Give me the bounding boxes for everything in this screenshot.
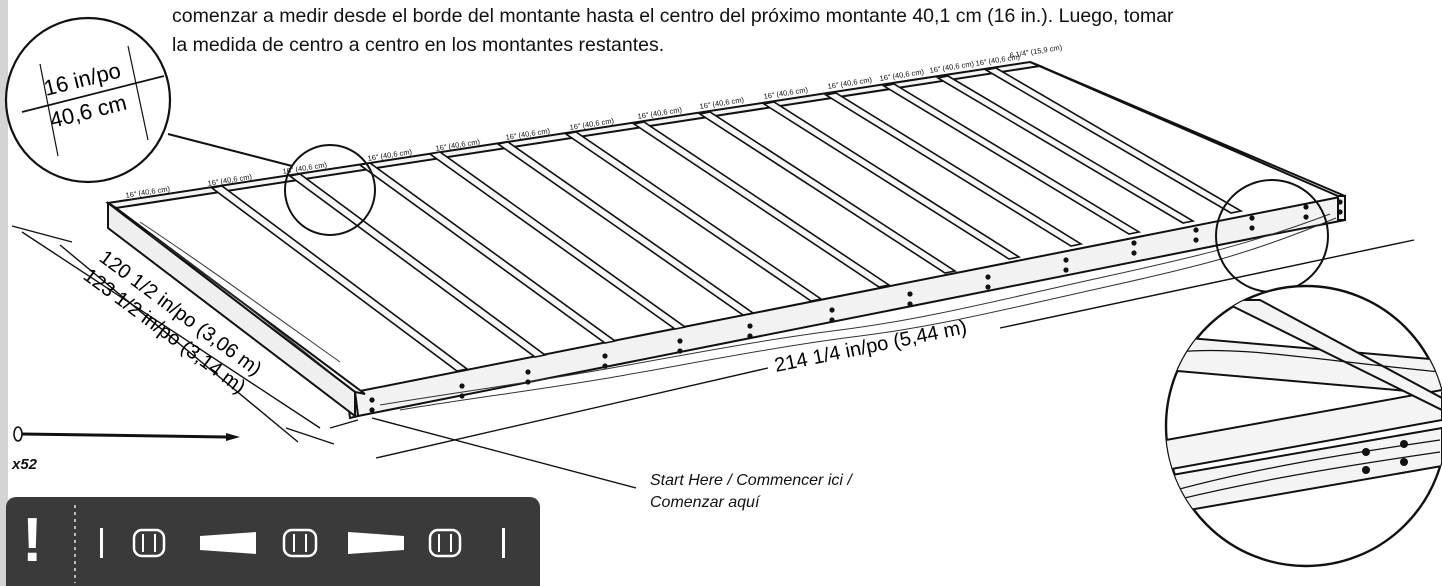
instruction-text: comenzar a medir desde el borde del mont… bbox=[172, 2, 1434, 60]
nail-icon bbox=[13, 426, 240, 442]
joists bbox=[210, 67, 1244, 372]
level-tool-icon bbox=[100, 528, 505, 558]
start-label-line-1: Start Here / Commencer ici / bbox=[650, 472, 852, 489]
warning-exclamation-icon: ! bbox=[22, 506, 43, 575]
nail-count: x52 bbox=[12, 456, 38, 473]
zoom-detail bbox=[1164, 284, 1442, 568]
start-label: Start Here / Commencer ici / Comenzar aq… bbox=[650, 470, 852, 514]
page-edge-bar bbox=[0, 0, 8, 586]
warning-divider bbox=[74, 505, 76, 583]
nail-marks bbox=[369, 199, 1343, 413]
start-label-line-2: Comenzar aquí bbox=[650, 494, 760, 511]
length-dimension-lines bbox=[329, 239, 1415, 459]
wood-grain bbox=[139, 213, 1337, 411]
start-leader bbox=[371, 417, 637, 489]
spacing-labels: 16" (40,6 cm) 16" (40,6 cm) 16" (40,6 cm… bbox=[125, 43, 1063, 200]
callout-leader bbox=[167, 133, 293, 167]
instruction-line-1: comenzar a medir desde el borde del mont… bbox=[172, 5, 1174, 27]
detail-circle-small bbox=[284, 144, 376, 236]
width-dimension-lines bbox=[11, 225, 335, 445]
measurement-callout: 16 in/po 40,6 cm bbox=[4, 16, 172, 184]
instruction-line-2: la medida de centro a centro en los mont… bbox=[172, 34, 665, 56]
floor-frame bbox=[105, 60, 1346, 420]
spacing-label: 6 1/4" (15,9 cm) bbox=[1009, 43, 1063, 60]
